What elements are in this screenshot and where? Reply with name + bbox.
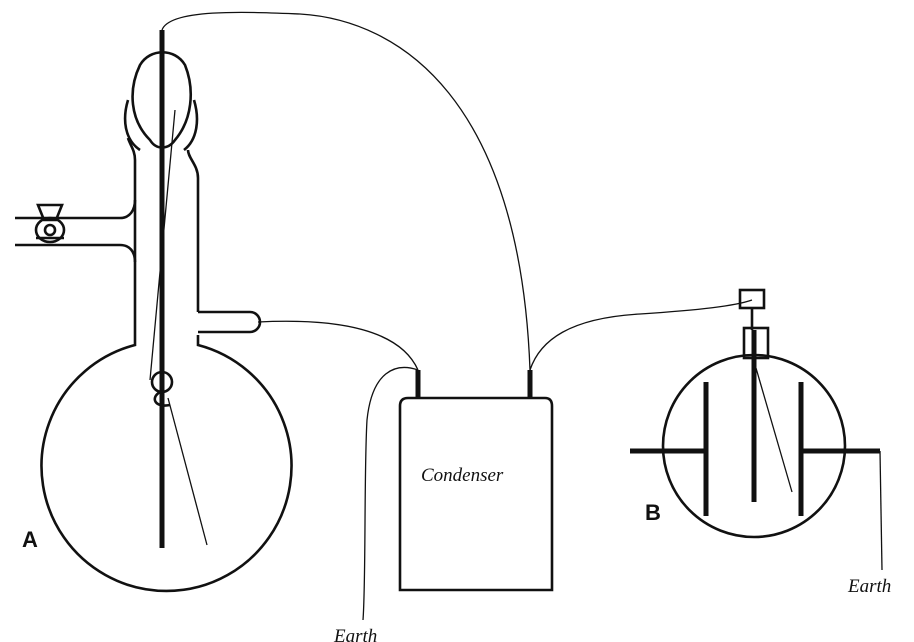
wire-a-top-to-condenser: [161, 11, 531, 371]
gold-leaf-a: [167, 397, 208, 546]
apparatus-a-flask: [15, 30, 293, 593]
stopcock-icon: [34, 203, 66, 244]
wire-condenser-to-earth: [362, 366, 419, 621]
label-earth-left: Earth: [333, 626, 377, 642]
apparatus-b-electroscope: [630, 288, 880, 539]
label-condenser: Condenser: [421, 465, 504, 486]
wire-condenser-to-b: [529, 299, 753, 371]
wire-b-to-earth: [879, 450, 883, 571]
gold-leaf-b: [755, 367, 793, 493]
wire-a-side-to-condenser: [257, 320, 419, 371]
label-earth-right: Earth: [847, 576, 891, 597]
connecting-wires: [161, 11, 883, 621]
label-b: B: [645, 500, 661, 525]
label-a: A: [22, 527, 38, 552]
condenser-box: [398, 370, 554, 592]
